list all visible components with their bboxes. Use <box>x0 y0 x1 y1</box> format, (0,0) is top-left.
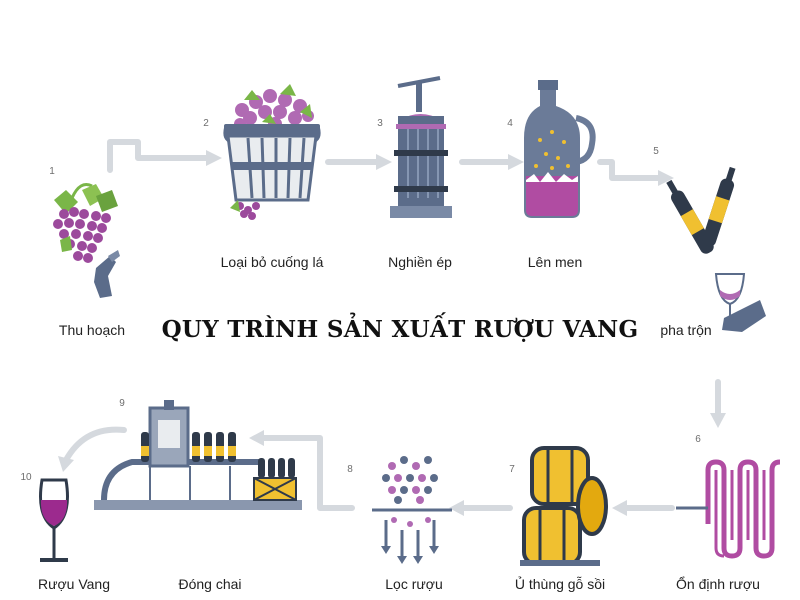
step-number: 10 <box>20 472 32 483</box>
grape-harvest-icon <box>53 183 120 298</box>
filter-icon <box>372 456 452 564</box>
arrowhead-9-10 <box>58 456 74 472</box>
step-label-fermentation: Lên men <box>527 254 583 270</box>
arrowhead-4-5 <box>658 170 674 186</box>
step-number: 6 <box>695 434 701 445</box>
step-number: 2 <box>203 118 209 129</box>
arrow-1-2 <box>107 139 211 173</box>
arrow-heads <box>58 150 726 516</box>
arrowhead-8-9 <box>249 430 264 446</box>
step-number: 5 <box>653 146 659 157</box>
arrow-9-10 <box>63 426 127 463</box>
arrowhead-7-8 <box>449 500 464 516</box>
wine-press-icon <box>390 76 452 218</box>
step-label-blending: pha trộn <box>660 322 712 338</box>
step-label-crushing: Nghiền ép <box>388 254 452 270</box>
oak-barrels-icon <box>520 446 608 566</box>
step-number: 4 <box>507 118 513 129</box>
step-label-destemming: Loại bỏ cuống lá <box>220 254 324 270</box>
step-label-harvest: Thu hoạch <box>58 322 126 338</box>
step-label-bottling: Đóng chai <box>178 576 242 592</box>
grape-basket-icon <box>223 84 321 220</box>
arrowhead-6-7 <box>612 500 627 516</box>
arrowhead-1-2 <box>206 150 222 166</box>
step-label-wine: Rượu Vang <box>38 576 110 592</box>
arrowhead-3-4 <box>508 154 524 170</box>
wine-glass-icon <box>39 478 69 562</box>
fermentation-jug-icon <box>524 80 596 218</box>
blending-bottles-icon <box>666 166 766 332</box>
step-number: 9 <box>119 398 125 409</box>
step-number: 3 <box>377 118 383 129</box>
step-number: 8 <box>347 464 353 475</box>
bottling-machine-icon <box>94 400 302 510</box>
stabilization-coil-icon <box>676 459 781 559</box>
step-number: 1 <box>49 166 55 177</box>
arrowhead-2-3 <box>376 154 392 170</box>
flow-arrows <box>63 139 721 511</box>
step-label-oak-aging: Ủ thùng gỗ sồi <box>514 576 606 592</box>
step-number: 7 <box>509 464 515 475</box>
step-label-stabilization: Ổn định rượu <box>676 576 760 592</box>
diagram-title: QUY TRÌNH SẢN XUẤT RƯỢU VANG <box>161 316 639 343</box>
step-label-filtering: Lọc rượu <box>385 576 443 592</box>
arrowhead-5-6 <box>710 413 726 428</box>
arrow-4-5 <box>597 159 663 181</box>
arrow-8-9 <box>259 435 355 511</box>
